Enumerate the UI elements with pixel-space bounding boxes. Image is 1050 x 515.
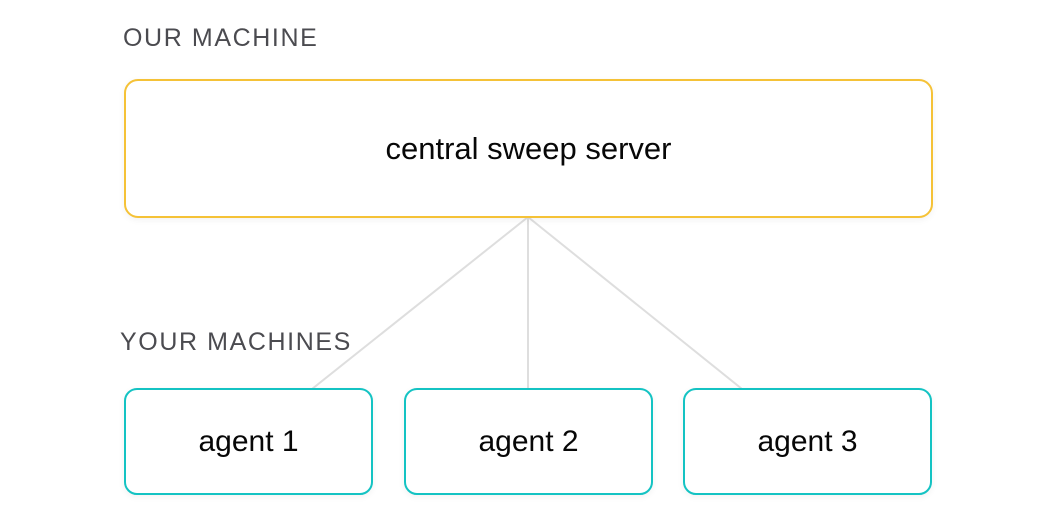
node-agent-2[interactable]: agent 2 xyxy=(404,388,653,495)
node-agent-3[interactable]: agent 3 xyxy=(683,388,932,495)
node-central-sweep-server[interactable]: central sweep server xyxy=(124,79,933,218)
node-central-sweep-server-label: central sweep server xyxy=(385,131,672,166)
node-agent-3-label: agent 3 xyxy=(757,424,858,458)
connector-server-to-agent-1 xyxy=(311,216,529,390)
section-label-your-machines: YOUR MACHINES xyxy=(120,328,352,356)
node-agent-1-label: agent 1 xyxy=(198,424,299,458)
section-label-our-machine: OUR MACHINE xyxy=(123,24,319,52)
connector-server-to-agent-3 xyxy=(527,216,743,390)
node-agent-2-label: agent 2 xyxy=(478,424,579,458)
node-agent-1[interactable]: agent 1 xyxy=(124,388,373,495)
